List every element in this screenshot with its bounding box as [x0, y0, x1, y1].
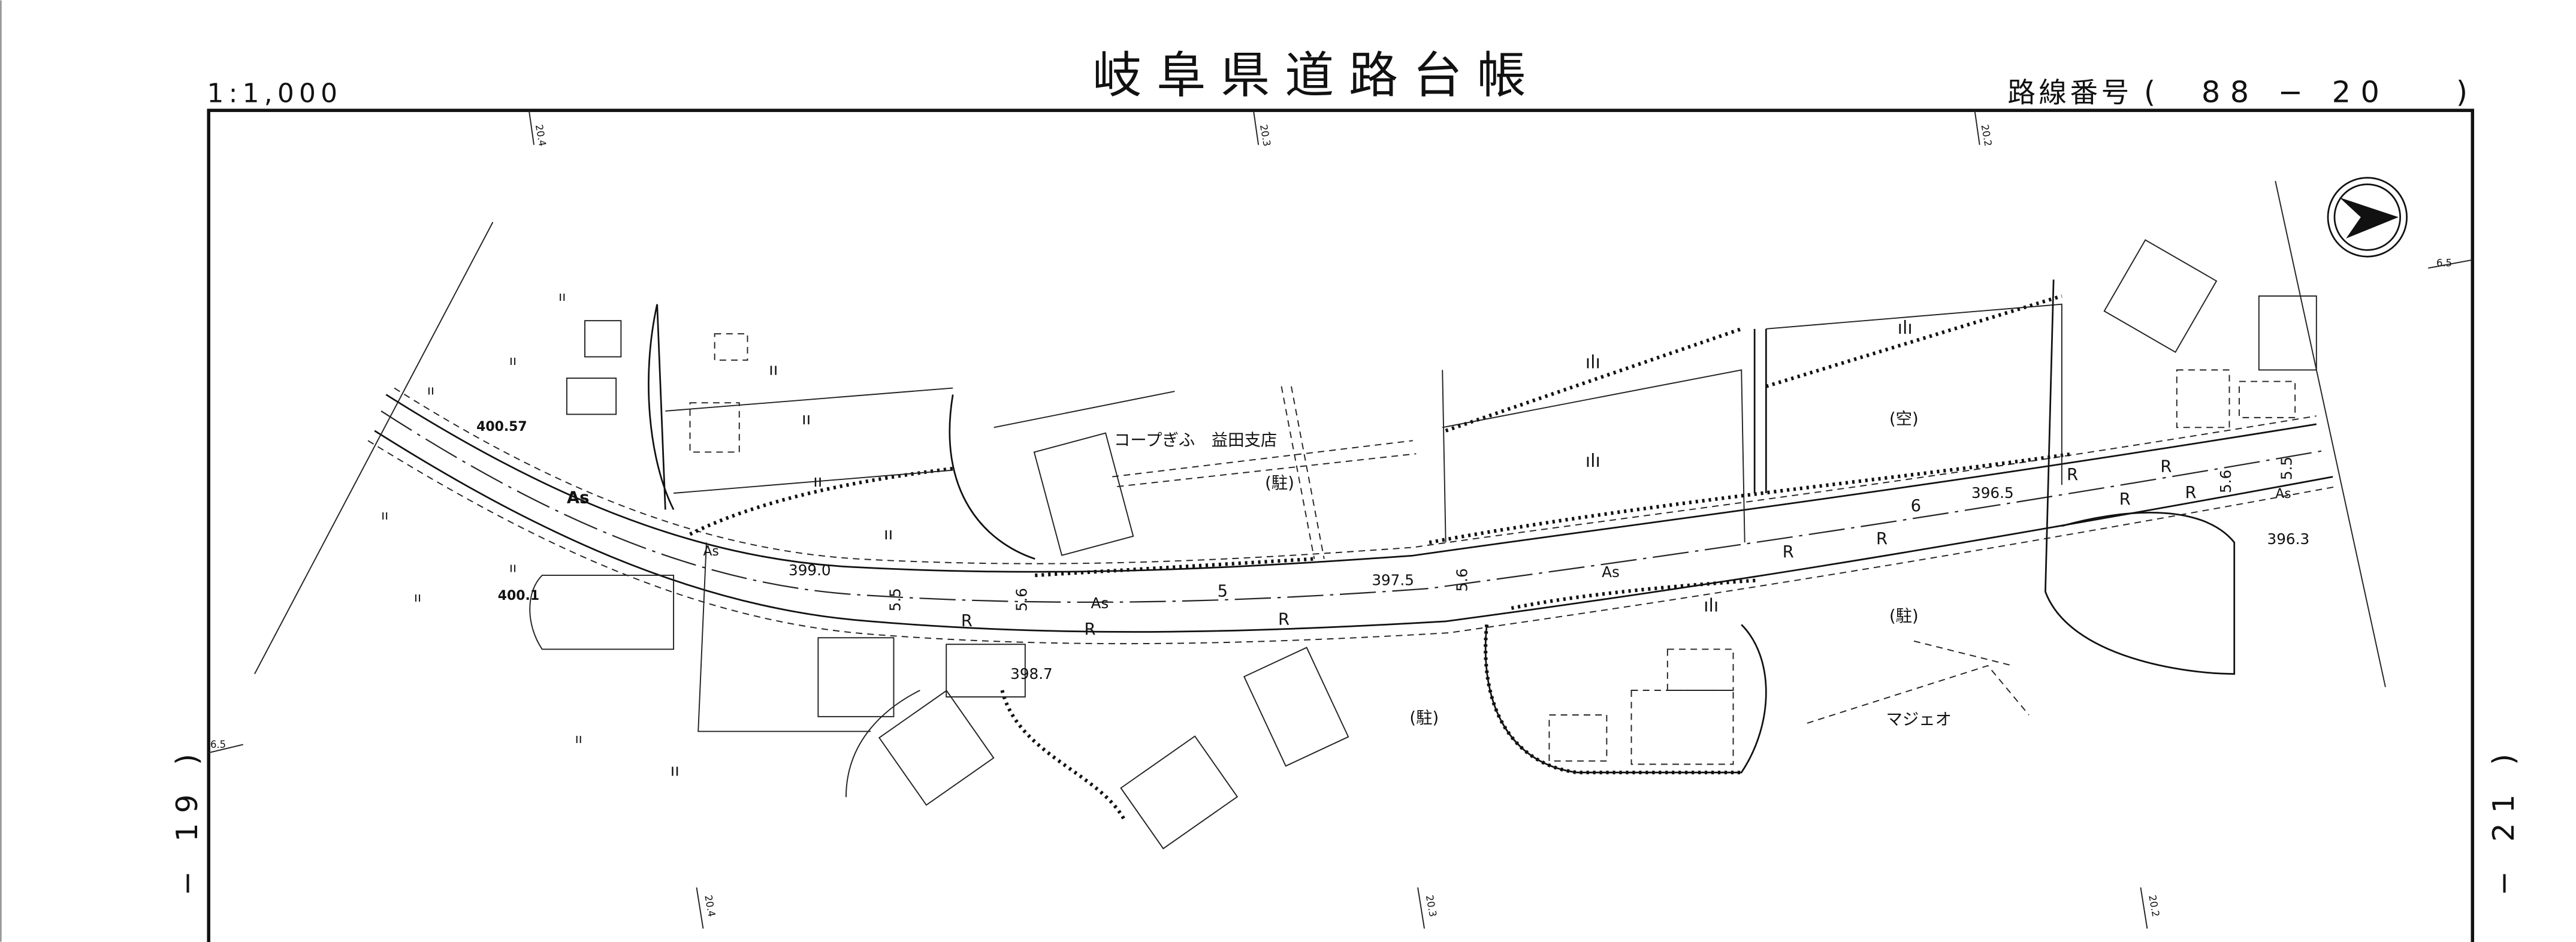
forest-symbol: ılı — [1898, 318, 1913, 339]
elevation-label: 396.5 — [1971, 484, 2014, 502]
tick-label: 6.5 — [210, 739, 226, 750]
route-close: ) — [2456, 74, 2468, 109]
surface-label: As — [2275, 487, 2291, 502]
road-marker: R — [1783, 543, 1794, 561]
road-marker: R — [2160, 457, 2172, 476]
map-frame — [207, 108, 2475, 942]
width-label: 5.5 — [2278, 457, 2296, 480]
north-arrow-icon — [2327, 177, 2408, 258]
buildings — [566, 239, 2317, 850]
width-label: 5.5 — [886, 588, 904, 611]
surface-label: As — [1602, 563, 1620, 581]
forest-symbol: ılı — [1586, 451, 1600, 472]
width-label: 5.6 — [1013, 588, 1031, 611]
bottom-ticks: 20.4 20.3 20.2 6.5 6.5 — [208, 258, 2473, 929]
left-sheet-ref: − 19 ) — [170, 744, 204, 895]
elevation-label: 400.1 — [498, 588, 539, 603]
width-label: 5.6 — [2217, 470, 2234, 493]
elevation-label: 396.3 — [2267, 530, 2310, 548]
parking-label: (駐) — [1409, 709, 1439, 727]
field-symbol: ıı — [381, 508, 388, 523]
elevation-label: 400.57 — [476, 419, 527, 434]
map-labels: 400.57 As 400.1 As 399.0 5.5 5.6 R R R A… — [381, 289, 2309, 780]
road-marker: R — [2067, 466, 2078, 484]
road-marker: R — [2119, 490, 2131, 509]
width-label: 5 — [1218, 582, 1228, 601]
tick-label: 20.3 — [1424, 894, 1439, 917]
field-symbol: ıı — [509, 354, 517, 369]
surface-label: As — [703, 544, 718, 559]
tick-label: 20.4 — [702, 894, 717, 917]
route-number: 88 − 20 — [2201, 74, 2389, 109]
shop-label: コープぎふ 益田支店 — [1114, 431, 1277, 450]
tick-label: 20.2 — [2146, 894, 2161, 917]
road-marker: R — [1278, 610, 1289, 629]
page-title: 岐阜県道路台帳 — [1092, 47, 1541, 104]
parcels — [254, 180, 2386, 823]
field-symbol: ıı — [884, 525, 893, 544]
road-marker: R — [1085, 620, 1096, 639]
field-symbol: ıı — [802, 410, 811, 428]
road-marker: R — [2185, 484, 2196, 502]
field-symbol: ıı — [558, 289, 566, 304]
field-symbol: ıı — [575, 732, 582, 747]
surface-label: As — [567, 488, 590, 507]
field-symbol: ıı — [813, 472, 822, 491]
width-label: 5.6 — [1453, 568, 1470, 591]
route-open: ( — [2144, 74, 2155, 109]
shop-label: マジェオ — [1886, 711, 1952, 729]
field-symbol: ıı — [427, 384, 434, 398]
scale-label: 1:1,000 — [207, 78, 342, 108]
road-marker: R — [1876, 530, 1888, 548]
field-symbol: ıı — [671, 762, 680, 780]
elevation-label: 399.0 — [789, 561, 831, 579]
field-symbol: ıı — [509, 561, 517, 576]
forest-symbol: ılı — [1586, 352, 1600, 373]
width-label: 6 — [1911, 497, 1921, 515]
forest-symbol: ılı — [1704, 595, 1719, 616]
road — [367, 387, 2336, 645]
tick-label: 20.2 — [1979, 123, 1994, 147]
surface-label: As — [1091, 594, 1109, 612]
tick-label: 20.4 — [533, 123, 548, 147]
road-marker: R — [961, 612, 973, 630]
right-sheet-ref: − 21 ) — [2486, 744, 2521, 895]
parking-label: (駐) — [1889, 607, 1919, 626]
tick-label: 6.5 — [2436, 258, 2452, 269]
tick-label: 20.3 — [1258, 123, 1273, 147]
elevation-label: 397.5 — [1372, 572, 1414, 589]
field-symbol: ıı — [414, 590, 421, 605]
parking-label: (駐) — [1265, 474, 1294, 493]
vacant-label: (空) — [1889, 410, 1919, 428]
top-ticks: 20.4 20.3 20.2 — [528, 110, 1994, 147]
route-label: 路線番号 — [2007, 76, 2132, 108]
elevation-label: 398.7 — [1010, 665, 1053, 683]
field-symbol: ıı — [769, 361, 778, 379]
